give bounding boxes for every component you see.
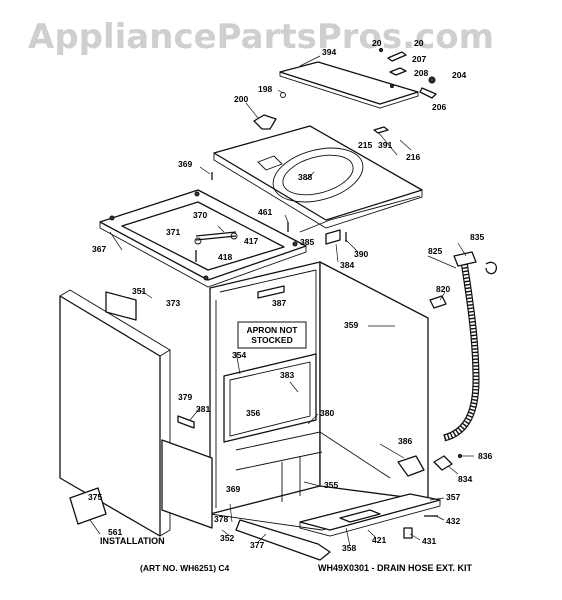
apron-note-box: APRON NOT STOCKED [237, 321, 307, 349]
callout-355: 355 [324, 480, 338, 490]
callout-354: 354 [232, 350, 246, 360]
art-number: (ART NO. WH6251) C4 [140, 563, 230, 573]
callout-198: 198 [258, 84, 272, 94]
bracket-parts [287, 222, 347, 245]
drain-hose-kit-note: WH49X0301 - DRAIN HOSE EXT. KIT [318, 563, 473, 573]
callout-834: 834 [458, 474, 472, 484]
callout-357: 357 [446, 492, 460, 502]
callout-369-bottom: 369 [226, 484, 240, 494]
callout-370: 370 [193, 210, 207, 220]
callout-210: 20 [414, 38, 424, 48]
callout-394: 394 [322, 47, 336, 57]
callout-209: 20 [372, 38, 382, 48]
callout-431: 431 [422, 536, 436, 546]
callout-391: 391 [378, 140, 392, 150]
callout-417: 417 [244, 236, 258, 246]
callout-377: 377 [250, 540, 264, 550]
callout-421: 421 [372, 535, 386, 545]
callout-labels: 394 20 20 207 208 204 206 198 200 215 39… [88, 38, 492, 553]
callout-200: 200 [234, 94, 248, 104]
top-cover-part [213, 125, 423, 233]
callout-359: 359 [344, 320, 358, 330]
callout-461: 461 [258, 207, 272, 217]
callout-387: 387 [272, 298, 286, 308]
callout-418: 418 [218, 252, 232, 262]
callout-380: 380 [320, 408, 334, 418]
front-panel-part [59, 289, 171, 537]
callout-358: 358 [342, 543, 356, 553]
installation-label: INSTALLATION [100, 536, 165, 546]
apron-note-line1: APRON NOT [247, 325, 299, 335]
cabinet-part [209, 261, 429, 531]
tub-tie-rods [194, 231, 238, 262]
callout-386: 386 [398, 436, 412, 446]
callout-351: 351 [132, 286, 146, 296]
callout-385: 385 [300, 237, 314, 247]
clip-379 [177, 415, 195, 429]
callout-206: 206 [432, 102, 446, 112]
lid-bumper-parts [253, 92, 286, 130]
callout-383: 383 [280, 370, 294, 380]
leader-lines [89, 55, 474, 547]
callout-367: 367 [92, 244, 106, 254]
watermark-logo: AppliancePartsPros.com [28, 17, 494, 57]
callout-216: 216 [406, 152, 420, 162]
callout-369-top: 369 [178, 159, 192, 169]
callout-432: 432 [446, 516, 460, 526]
callout-388: 388 [298, 172, 312, 182]
callout-835: 835 [470, 232, 484, 242]
callout-204: 204 [452, 70, 466, 80]
callout-356: 356 [246, 408, 260, 418]
lid-hinge-parts [378, 47, 437, 99]
lid-part [279, 61, 419, 109]
callout-371: 371 [166, 227, 180, 237]
callout-561: 561 [108, 527, 122, 537]
callout-820: 820 [436, 284, 450, 294]
installation-literature [69, 487, 107, 525]
drain-hose-part [403, 251, 498, 539]
callout-352: 352 [220, 533, 234, 543]
toe-panel-part [161, 439, 213, 529]
callout-379: 379 [178, 392, 192, 402]
base-part [299, 493, 441, 537]
callout-825: 825 [428, 246, 442, 256]
callout-375: 375 [88, 492, 102, 502]
callout-384: 384 [340, 260, 354, 270]
callout-390: 390 [354, 249, 368, 259]
callout-373: 373 [166, 298, 180, 308]
callout-378: 378 [214, 514, 228, 524]
callout-381: 381 [196, 404, 210, 414]
apron-note-line2: STOCKED [251, 335, 292, 345]
rail-377 [235, 519, 331, 561]
callout-215: 215 [358, 140, 372, 150]
callout-207: 207 [412, 54, 426, 64]
callout-836: 836 [478, 451, 492, 461]
callout-208: 208 [414, 68, 428, 78]
